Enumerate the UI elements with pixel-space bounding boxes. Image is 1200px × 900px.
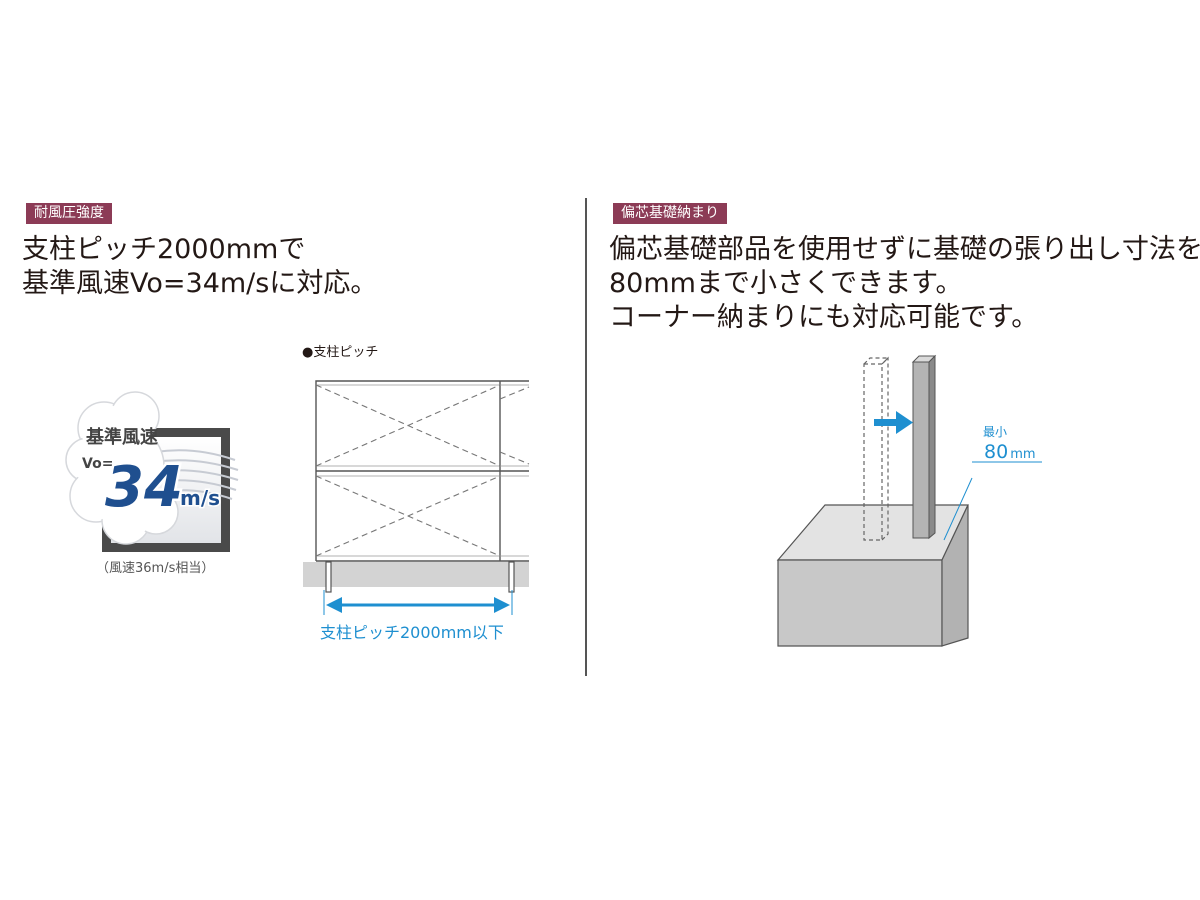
badge-value: 34	[105, 455, 183, 520]
wind-pressure-description: 支柱ピッチ2000mmで 基準風速Vo=34m/sに対応。	[22, 233, 377, 301]
wind-speed-badge: 基準風速 Vo= 34 m/s （風速36m/s相当）	[65, 391, 239, 576]
eccentric-line-1: 偏芯基礎部品を使用せずに基礎の張り出し寸法を	[609, 234, 1200, 265]
pitch-dimension-label: 支柱ピッチ2000mm以下	[320, 623, 504, 642]
wind-pressure-line-2: 基準風速Vo=34m/sに対応。	[22, 268, 378, 299]
shifted-post-side	[928, 354, 936, 540]
original-post-outline	[863, 356, 890, 541]
eccentric-line-3: コーナー納まりにも対応可能です。	[609, 302, 1039, 333]
shift-arrow-icon	[874, 411, 913, 434]
badge-unit: m/s	[180, 486, 220, 510]
post-pitch-label: ●支柱ピッチ	[302, 345, 378, 360]
badge-note: （風速36m/s相当）	[96, 561, 214, 576]
foundation-side	[941, 504, 969, 647]
foundation-front	[777, 559, 943, 647]
post-pitch-diagram: ●支柱ピッチ 支柱ピッチ2000mm以下	[302, 345, 530, 642]
ground	[303, 562, 529, 587]
section-tag-eccentric-foundation: 偏芯基礎納まり	[613, 203, 727, 224]
foundation-top	[776, 504, 969, 561]
fence-bracing	[315, 384, 530, 557]
eccentric-foundation-description: 偏芯基礎部品を使用せずに基礎の張り出し寸法を 80mmまで小さくできます。 コー…	[609, 233, 1200, 335]
dimension-prefix: 最小	[983, 425, 1007, 439]
shifted-post	[912, 361, 930, 539]
badge-prefix: Vo=	[82, 456, 113, 472]
fence-frame	[315, 380, 529, 562]
badge-title: 基準風速	[85, 426, 158, 448]
wind-pressure-line-1: 支柱ピッチ2000mmで	[22, 234, 306, 265]
pitch-dimension-arrow-icon	[323, 590, 513, 615]
fence-posts	[325, 561, 515, 593]
section-tag-wind-pressure: 耐風圧強度	[26, 203, 112, 224]
dimension-leader-line	[943, 477, 973, 541]
eccentric-line-2: 80mmまで小さくできます。	[609, 268, 963, 299]
section-divider	[585, 198, 587, 676]
